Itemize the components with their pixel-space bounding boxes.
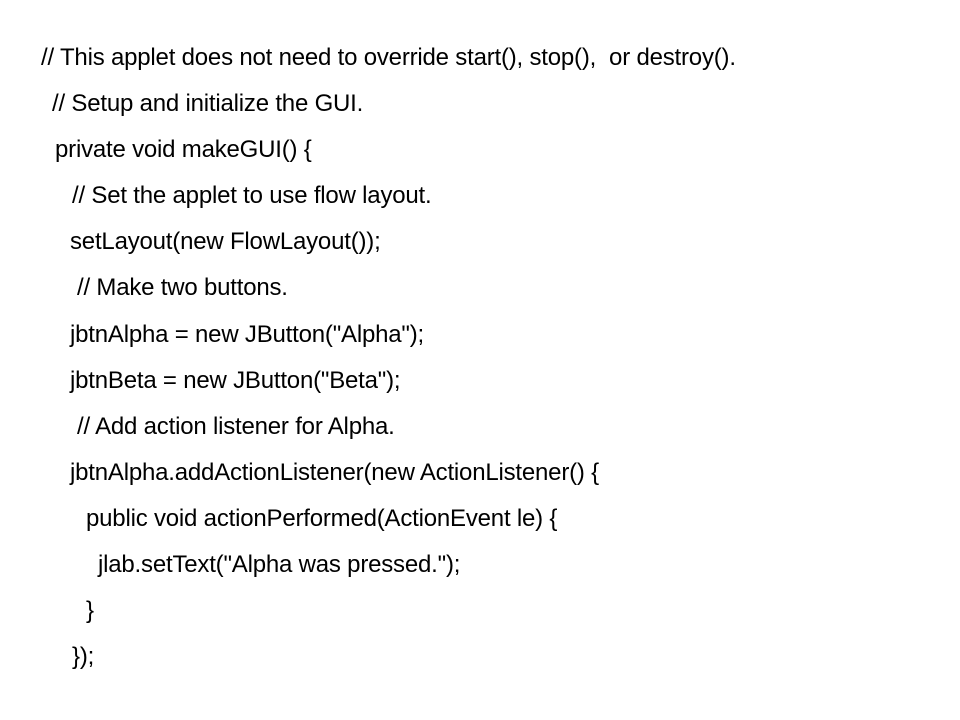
code-line: jbtnBeta = new JButton("Beta"); [70,367,401,394]
code-line: jbtnAlpha.addActionListener(new ActionLi… [70,459,599,486]
code-line: setLayout(new FlowLayout()); [70,228,381,255]
code-line: public void actionPerformed(ActionEvent … [86,505,558,532]
code-line: } [86,597,94,624]
code-line: private void makeGUI() { [55,136,312,163]
code-line: // Make two buttons. [77,274,288,301]
code-line: // Add action listener for Alpha. [77,413,395,440]
code-line: jbtnAlpha = new JButton("Alpha"); [70,321,424,348]
code-line: // Set the applet to use flow layout. [72,182,432,209]
code-line: // This applet does not need to override… [41,44,736,71]
code-line: jlab.setText("Alpha was pressed."); [98,551,461,578]
code-line: }); [72,643,95,670]
code-line: // Setup and initialize the GUI. [52,90,364,117]
